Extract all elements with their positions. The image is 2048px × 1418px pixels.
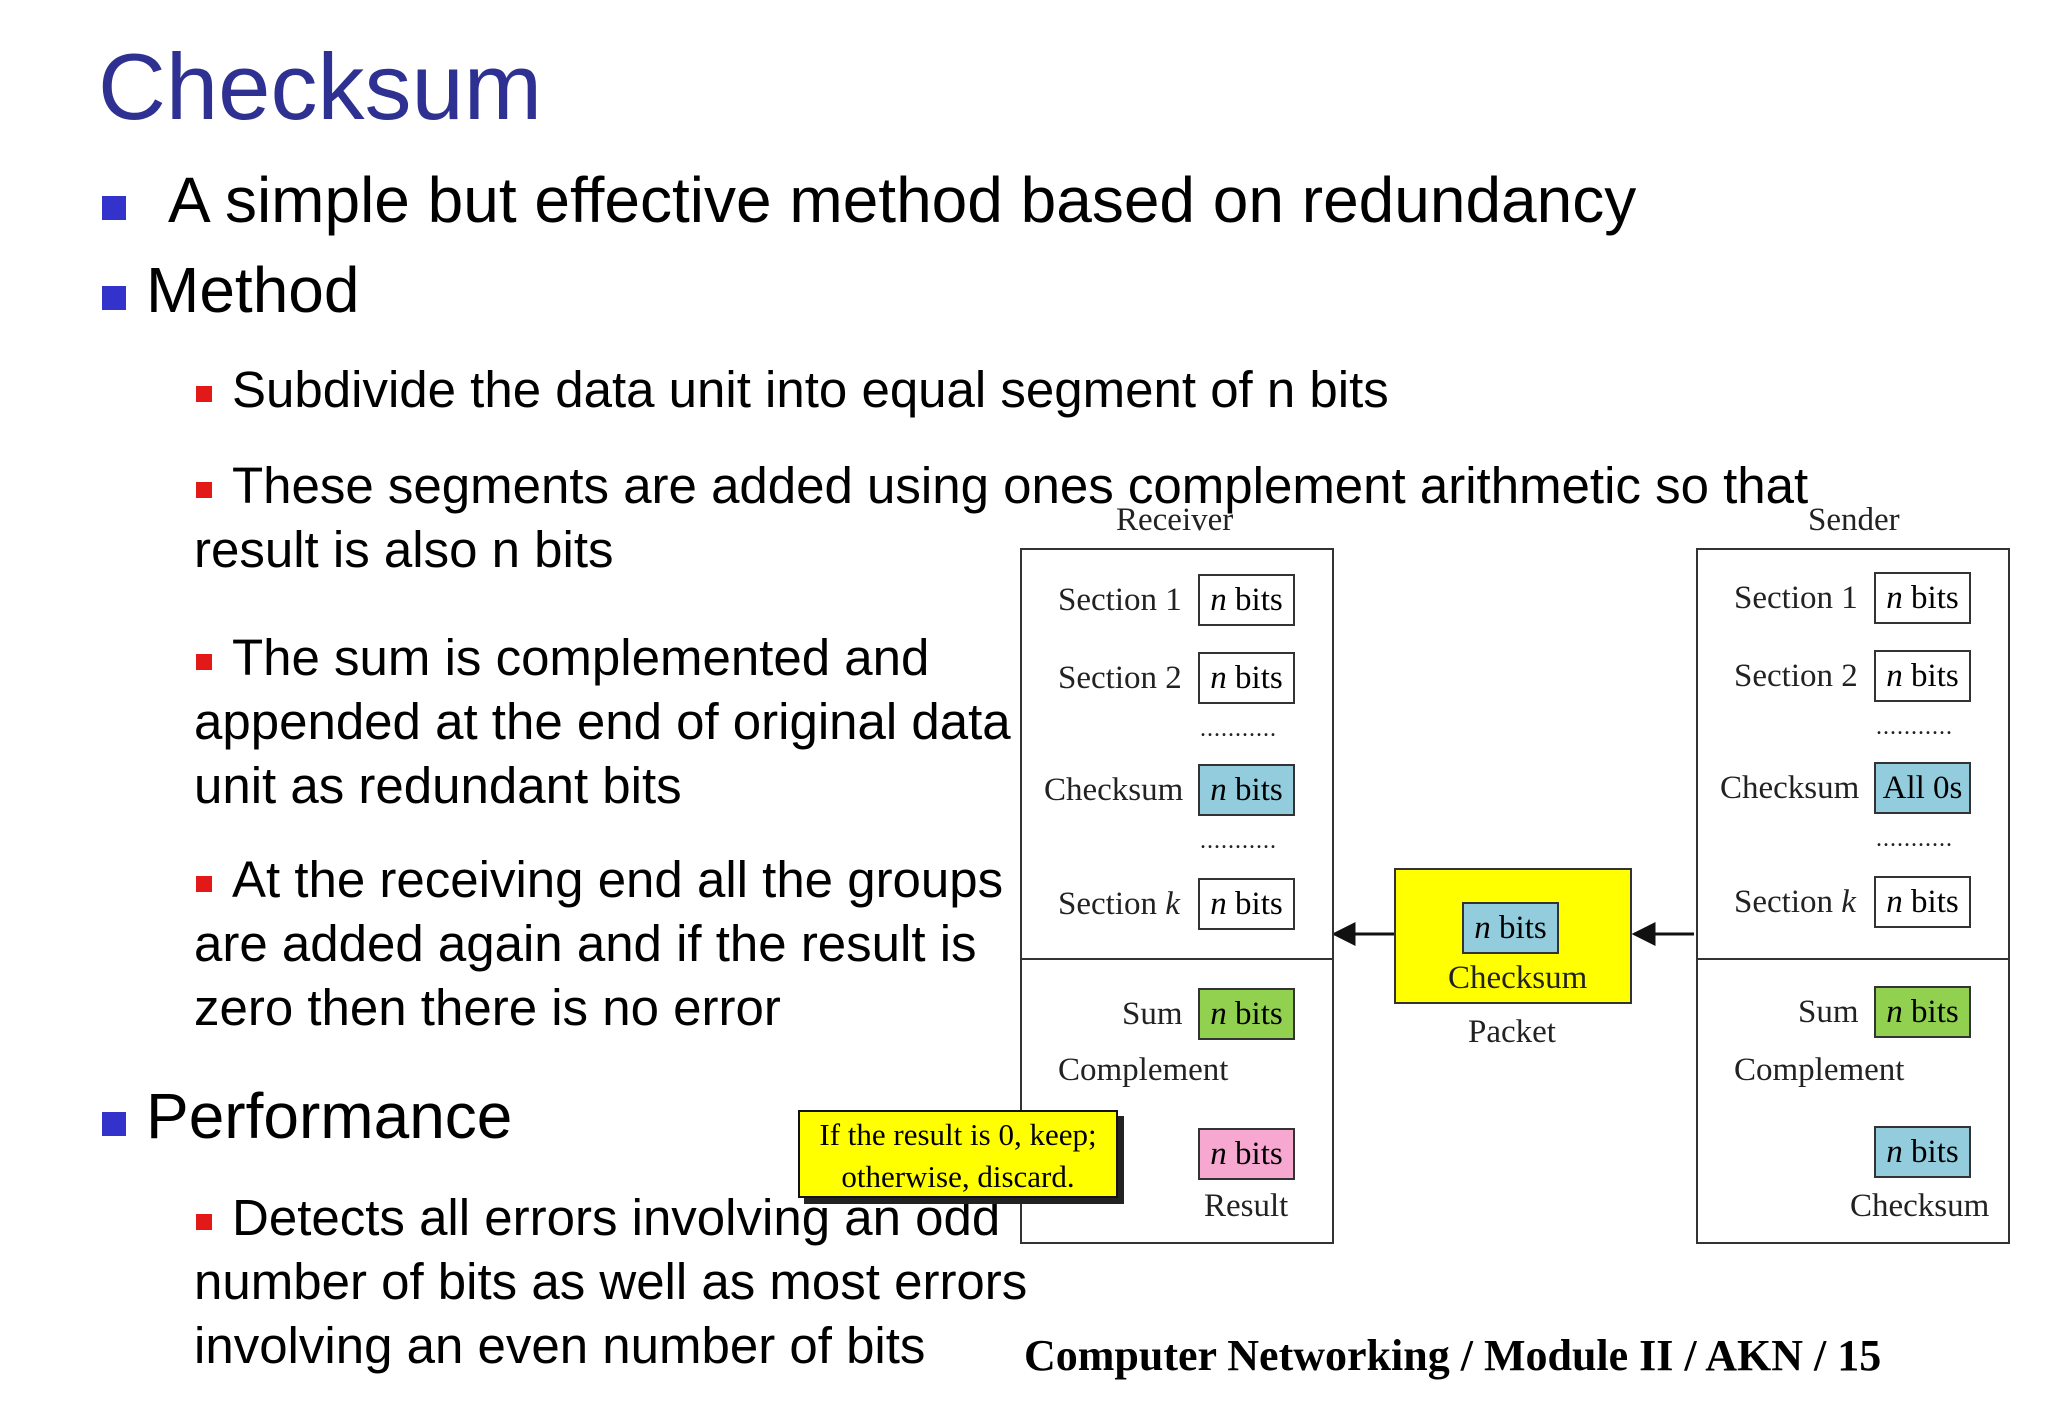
sender-checksum-label: Checksum (1720, 770, 1860, 806)
sender-title: Sender (1808, 502, 1900, 538)
method-point-2-line-2: result is also n bits (194, 521, 614, 578)
performance-point-line-2: number of bits as well as most errors (194, 1253, 1028, 1310)
method-point-2-line-1: These segments are added using ones comp… (232, 457, 1809, 514)
receiver-section-k-label: Section k (1058, 886, 1180, 922)
receiver-section-1-label: Section 1 (1058, 582, 1182, 618)
sender-checksum-cell: n bits (1874, 1126, 1971, 1178)
receiver-sum-cell: n bits (1198, 988, 1295, 1040)
sub-bullet-marker (196, 654, 212, 670)
decision-note-line-2: otherwise, discard. (841, 1159, 1075, 1194)
performance-point-line-1: Detects all errors involving an odd (232, 1189, 1001, 1246)
receiver-result-cell: n bits (1198, 1128, 1295, 1180)
receiver-ellipsis-1: ........... (1200, 716, 1277, 742)
sender-checksum-result-label: Checksum (1850, 1188, 1990, 1224)
method-point-3-line-1: The sum is complemented and (232, 629, 930, 686)
sender-ellipsis-2: ........... (1876, 826, 1953, 852)
bullet-marker (102, 196, 126, 220)
sender-section-2-label: Section 2 (1734, 658, 1858, 694)
receiver-sum-label: Sum (1122, 996, 1183, 1032)
sender-top-box (1696, 548, 2010, 960)
decision-note: If the result is 0, keep; otherwise, dis… (798, 1110, 1118, 1198)
sender-ellipsis-1: ........... (1876, 714, 1953, 740)
performance-point-line-3: involving an even number of bits (194, 1317, 926, 1374)
bullet-redundancy: A simple but effective method based on r… (168, 164, 1637, 236)
sender-section-k-cell: n bits (1874, 876, 1971, 928)
sender-sum-cell: n bits (1874, 986, 1971, 1038)
bullet-performance: Performance (146, 1080, 513, 1152)
bullet-marker (102, 1112, 126, 1136)
receiver-title: Receiver (1116, 502, 1234, 538)
receiver-top-box (1020, 548, 1334, 960)
packet-label: Packet (1468, 1014, 1556, 1050)
sender-section-1-label: Section 1 (1734, 580, 1858, 616)
slide-footer: Computer Networking / Module II / AKN / … (1024, 1331, 1882, 1380)
sender-section-k-label: Section k (1734, 884, 1856, 920)
decision-note-line-1: If the result is 0, keep; (819, 1117, 1097, 1152)
method-point-4-line-2: are added again and if the result is (194, 915, 977, 972)
receiver-ellipsis-2: ........... (1200, 828, 1277, 854)
receiver-section-k-cell: n bits (1198, 878, 1295, 930)
slide-title: Checksum (98, 34, 543, 139)
receiver-section-2-label: Section 2 (1058, 660, 1182, 696)
packet-checksum-label: Checksum (1448, 960, 1588, 996)
sender-complement-label: Complement (1734, 1052, 1905, 1088)
receiver-checksum-label: Checksum (1044, 772, 1184, 808)
receiver-section-1-cell: n bits (1198, 574, 1295, 626)
packet-checksum-cell: n bits (1462, 902, 1559, 954)
receiver-checksum-cell: n bits (1198, 764, 1295, 816)
receiver-complement-label: Complement (1058, 1052, 1229, 1088)
method-point-3-line-3: unit as redundant bits (194, 757, 682, 814)
receiver-section-2-cell: n bits (1198, 652, 1295, 704)
sender-section-1-cell: n bits (1874, 572, 1971, 624)
sender-section-2-cell: n bits (1874, 650, 1971, 702)
bullet-method: Method (146, 254, 360, 326)
sub-bullet-marker (196, 482, 212, 498)
receiver-result-label: Result (1204, 1188, 1289, 1224)
method-point-4-line-3: zero then there is no error (194, 979, 781, 1036)
method-point-3-line-2: appended at the end of original data (194, 693, 1011, 750)
sub-bullet-marker (196, 386, 212, 402)
sub-bullet-marker (196, 1214, 212, 1230)
bullet-marker (102, 286, 126, 310)
method-point-4-line-1: At the receiving end all the groups (232, 851, 1004, 908)
sender-checksum-zero-cell: All 0s (1874, 762, 1971, 814)
sender-sum-label: Sum (1798, 994, 1859, 1030)
sub-bullet-marker (196, 876, 212, 892)
method-point-1: Subdivide the data unit into equal segme… (232, 361, 1389, 418)
